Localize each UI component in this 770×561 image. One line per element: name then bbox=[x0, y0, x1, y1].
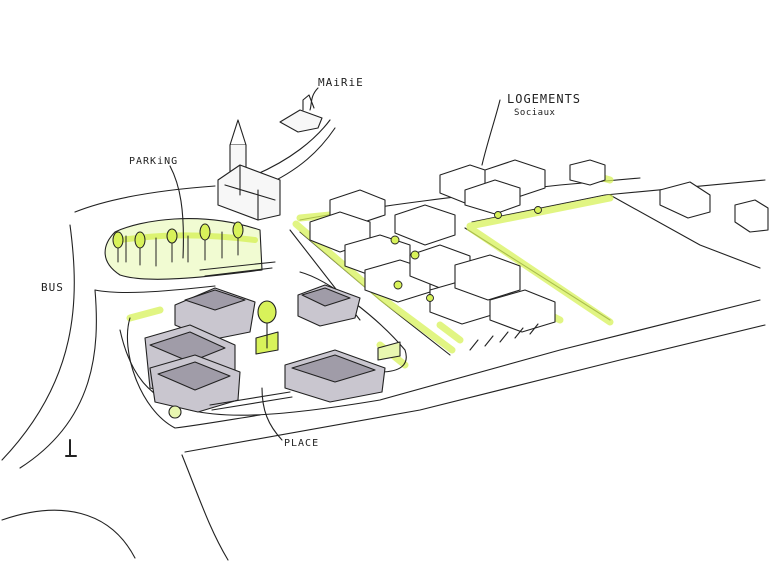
mairie-leader bbox=[310, 88, 318, 110]
parking-area bbox=[105, 219, 275, 280]
sociaux-label: Sociaux bbox=[514, 108, 556, 118]
logements-leader bbox=[482, 100, 500, 165]
parking-leader bbox=[170, 166, 183, 258]
road-network bbox=[2, 120, 765, 560]
parking-label: PARKiNG bbox=[129, 156, 179, 167]
mairie-label: MAiRiE bbox=[318, 76, 364, 89]
place-label: PLACE bbox=[284, 438, 320, 449]
housing-blocks bbox=[310, 160, 768, 350]
place-leader bbox=[262, 388, 282, 440]
place-buildings bbox=[127, 272, 406, 428]
mairie-building bbox=[218, 95, 322, 220]
bus-label: BUS bbox=[41, 281, 64, 294]
logements-label: LOGEMENTS bbox=[507, 92, 582, 106]
bus-stop-marker bbox=[66, 440, 76, 456]
